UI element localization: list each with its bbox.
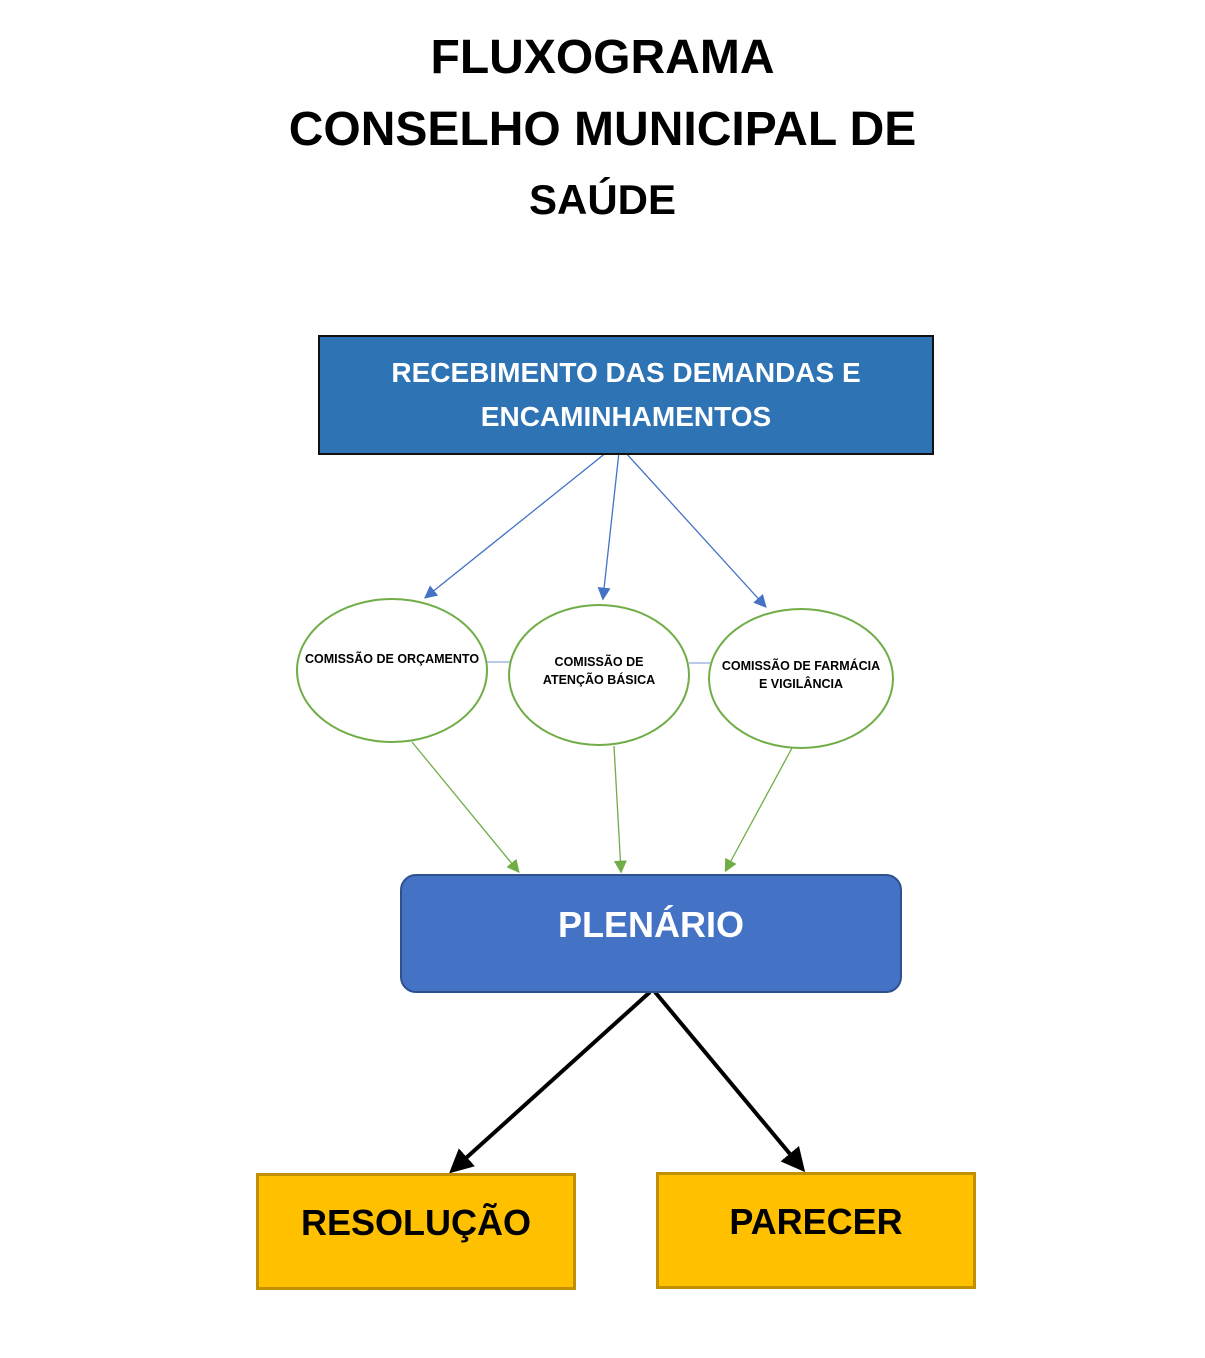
title-line-1: FLUXOGRAMA	[430, 31, 775, 84]
title-line-2: CONSELHO MUNICIPAL DE	[288, 103, 917, 156]
committee-label: E VIGILÂNCIA	[758, 676, 844, 691]
committee-label: ATENÇÃO BÁSICA	[542, 673, 656, 687]
arrow-to-orcamento	[423, 451, 608, 599]
resolution-box: RESOLUÇÃO	[256, 1173, 576, 1290]
arrow-orcamento-to-plenario	[411, 741, 520, 874]
arrow-farmacia-to-plenario	[724, 747, 793, 873]
arrow-to-atencao	[597, 451, 620, 601]
committee-label: COMISSÃO DE	[554, 655, 644, 669]
committee-label: COMISSÃO DE FARMÁCIA	[721, 658, 881, 673]
arrow-to-resolucao	[449, 990, 652, 1174]
committee-label: COMISSÃO DE ORÇAMENTO	[304, 652, 480, 666]
committee-orcamento: COMISSÃO DE ORÇAMENTO	[296, 598, 488, 743]
arrow-to-farmacia	[624, 451, 767, 608]
top-box-line-1: RECEBIMENTO DAS DEMANDAS E	[391, 357, 861, 388]
committee-atencao-basica: COMISSÃO DE ATENÇÃO BÁSICA	[508, 604, 690, 746]
opinion-box: PARECER	[656, 1172, 976, 1289]
opinion-label: PARECER	[729, 1200, 903, 1242]
arrow-atencao-to-plenario	[613, 745, 627, 874]
resolution-label: RESOLUÇÃO	[300, 1201, 531, 1243]
committee-farmacia-vigilancia: COMISSÃO DE FARMÁCIA E VIGILÂNCIA	[708, 608, 894, 749]
plenary-box: PLENÁRIO	[400, 874, 902, 993]
title-line-3: SAÚDE	[528, 176, 677, 223]
receiving-demands-box: RECEBIMENTO DAS DEMANDAS E ENCAMINHAMENTO…	[318, 335, 934, 455]
top-box-line-2: ENCAMINHAMENTOS	[480, 401, 772, 432]
arrow-to-parecer	[653, 990, 806, 1173]
plenary-label: PLENÁRIO	[557, 903, 744, 945]
